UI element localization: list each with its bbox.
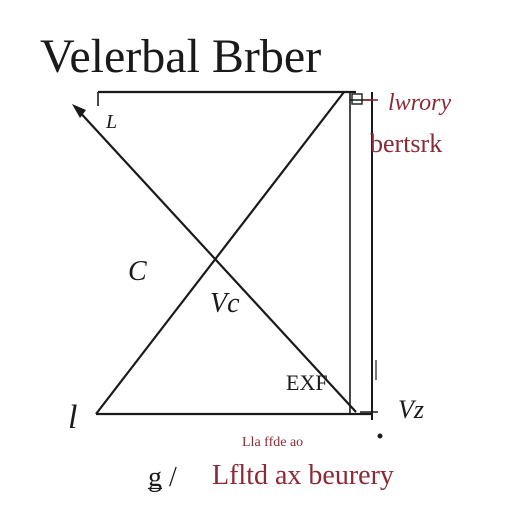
annotation-bottom-large: Lfltd ax beurery xyxy=(212,460,394,491)
corner-marker xyxy=(351,93,363,105)
annotation-bottom-small: Lla ffde ao xyxy=(242,435,303,450)
label-bottom-right: Vz xyxy=(398,395,424,424)
label-center: Vc xyxy=(210,288,240,319)
diagram-title: Velerbal Brber xyxy=(40,30,321,83)
label-top-left: L xyxy=(105,111,117,133)
annotation-top-right-line2: bertsrk xyxy=(370,129,442,158)
annotation-top-right-line1: lwrory xyxy=(388,90,451,116)
diagonal-line-descending xyxy=(75,107,357,413)
diagonal-arrow-head xyxy=(72,104,86,118)
label-bottom-inner: EXF xyxy=(286,370,328,395)
label-left-mid: C xyxy=(128,256,147,287)
bottom-right-dot xyxy=(377,433,383,439)
annotation-bottom-left-mark: ǥ / xyxy=(148,462,177,493)
label-bottom-left: l xyxy=(68,399,77,436)
diagonal-line-ascending xyxy=(95,91,345,415)
